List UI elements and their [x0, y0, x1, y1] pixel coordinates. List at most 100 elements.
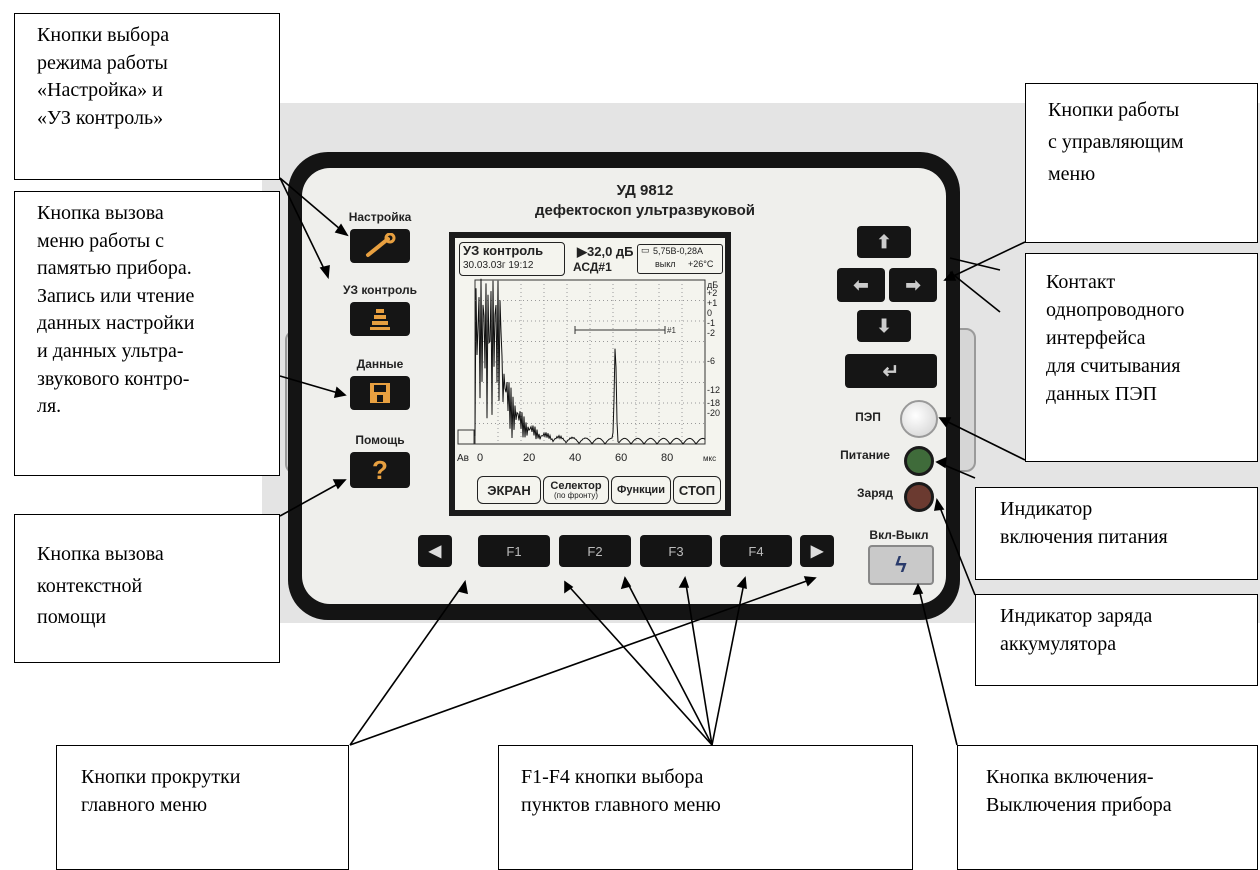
cable-line [949, 257, 1001, 271]
f3-button[interactable]: F3 [640, 535, 712, 567]
leader-mode-ut [279, 177, 329, 278]
x-prefix: Ав [457, 453, 469, 464]
ut-control-button[interactable] [350, 302, 410, 336]
arrow-down-button[interactable]: ⬇ [857, 310, 911, 342]
db-tick: -1 [707, 318, 716, 328]
triangle-left-icon: ◀ [428, 543, 442, 560]
softkey-stop-label: СТОП [678, 482, 716, 498]
cable-line [949, 271, 1001, 313]
arrowhead [678, 576, 690, 588]
db-tick: -18 [707, 398, 721, 408]
floppy-disk-icon [370, 383, 390, 403]
question-icon: ? [372, 454, 388, 485]
arrowhead [803, 576, 817, 587]
callout-onoff-button: Кнопка включения-Выключения прибора [957, 745, 1258, 870]
battery-icon: ▭ [641, 245, 650, 255]
screen-status: выкл [655, 259, 676, 269]
arrowhead [333, 386, 347, 399]
transducer-icon [370, 309, 390, 330]
leader-control-menu [944, 241, 1026, 281]
arrow-left-button[interactable]: ⬅ [837, 268, 885, 302]
device-subtitle: дефектоскоп ультразвуковой [535, 202, 755, 219]
softkey-screen[interactable]: ЭКРАН [477, 476, 541, 504]
wrench-icon [366, 233, 396, 257]
leader-contact [939, 417, 1026, 461]
db-tick: -2 [707, 328, 716, 338]
x-tick: 60 [615, 452, 628, 464]
data-button[interactable] [350, 376, 410, 410]
arrowhead [933, 497, 945, 511]
leader-f4 [711, 577, 746, 746]
x-tick: 0 [477, 452, 484, 464]
arrow-right-icon: ➡ [905, 274, 921, 295]
triangle-right-icon: ▶ [810, 543, 824, 560]
data-label: Данные [356, 357, 404, 371]
arrow-down-icon: ⬇ [876, 315, 892, 336]
arrow-up-button[interactable]: ⬆ [857, 226, 911, 258]
lightning-icon: ϟ [895, 552, 907, 577]
arrow-left-icon: ⬅ [853, 274, 869, 295]
mode-box [459, 242, 565, 276]
leader-help [279, 479, 346, 517]
leader-scroll-left [349, 581, 466, 746]
scroll-left-button[interactable]: ◀ [418, 535, 452, 567]
arrowhead [943, 270, 957, 281]
x-tick: 80 [661, 452, 674, 464]
leader-f1 [564, 581, 713, 746]
leader-scroll-right [349, 577, 816, 746]
power-label: Питание [840, 448, 890, 462]
help-button[interactable]: ? [350, 452, 410, 488]
db-tick: +2 [707, 288, 718, 298]
enter-button[interactable]: ↵ [845, 354, 937, 388]
arrowhead [457, 579, 469, 595]
arrowhead [332, 479, 347, 490]
db-tick: -6 [707, 356, 716, 366]
onoff-button[interactable]: ϟ [868, 545, 934, 585]
softkey-selector[interactable]: Селектор(по фронту) [543, 476, 609, 504]
screen-battery: 5,75В-0,28А [653, 246, 704, 256]
setup-label: Настройка [348, 210, 412, 224]
enter-icon: ↵ [882, 360, 900, 383]
leader-onoff [917, 584, 958, 746]
screen-temperature: +26°C [688, 259, 714, 269]
db-tick: -12 [707, 385, 721, 395]
scroll-right-button[interactable]: ▶ [800, 535, 834, 567]
arrow-right-button[interactable]: ➡ [889, 268, 937, 302]
softkey-screen-label: ЭКРАН [487, 482, 531, 498]
strobe-label: #1 [667, 326, 676, 335]
screen-asd: АСД#1 [573, 260, 612, 274]
charge-label: Заряд [857, 486, 893, 500]
arrowhead [736, 576, 747, 590]
screen-gain: ▶32,0 дБ [577, 244, 634, 259]
f2-button[interactable]: F2 [559, 535, 631, 567]
arrowhead [938, 417, 952, 428]
a-scan-plot: #1 [457, 278, 706, 445]
leader-mode-setup [279, 177, 348, 236]
db-unit: дБ [707, 280, 719, 290]
screen-mode: УЗ контроль [463, 243, 544, 258]
arrowhead [334, 223, 349, 237]
f1-button[interactable]: F1 [478, 535, 550, 567]
softkey-stop[interactable]: СТОП [673, 476, 721, 504]
leader-f2 [624, 577, 713, 746]
device-model: УД 9812 [616, 182, 674, 199]
charge-led [904, 482, 934, 512]
arrow-up-icon: ⬆ [876, 231, 892, 252]
onoff-label: Вкл-Выкл [869, 528, 929, 542]
f4-button[interactable]: F4 [720, 535, 792, 567]
x-tick: 20 [523, 452, 536, 464]
arrowhead [620, 576, 632, 590]
softkey-functions-label: Функции [617, 483, 665, 496]
softkey-functions[interactable]: Функции [611, 476, 671, 504]
setup-button[interactable] [350, 229, 410, 263]
leader-memory [279, 375, 346, 396]
